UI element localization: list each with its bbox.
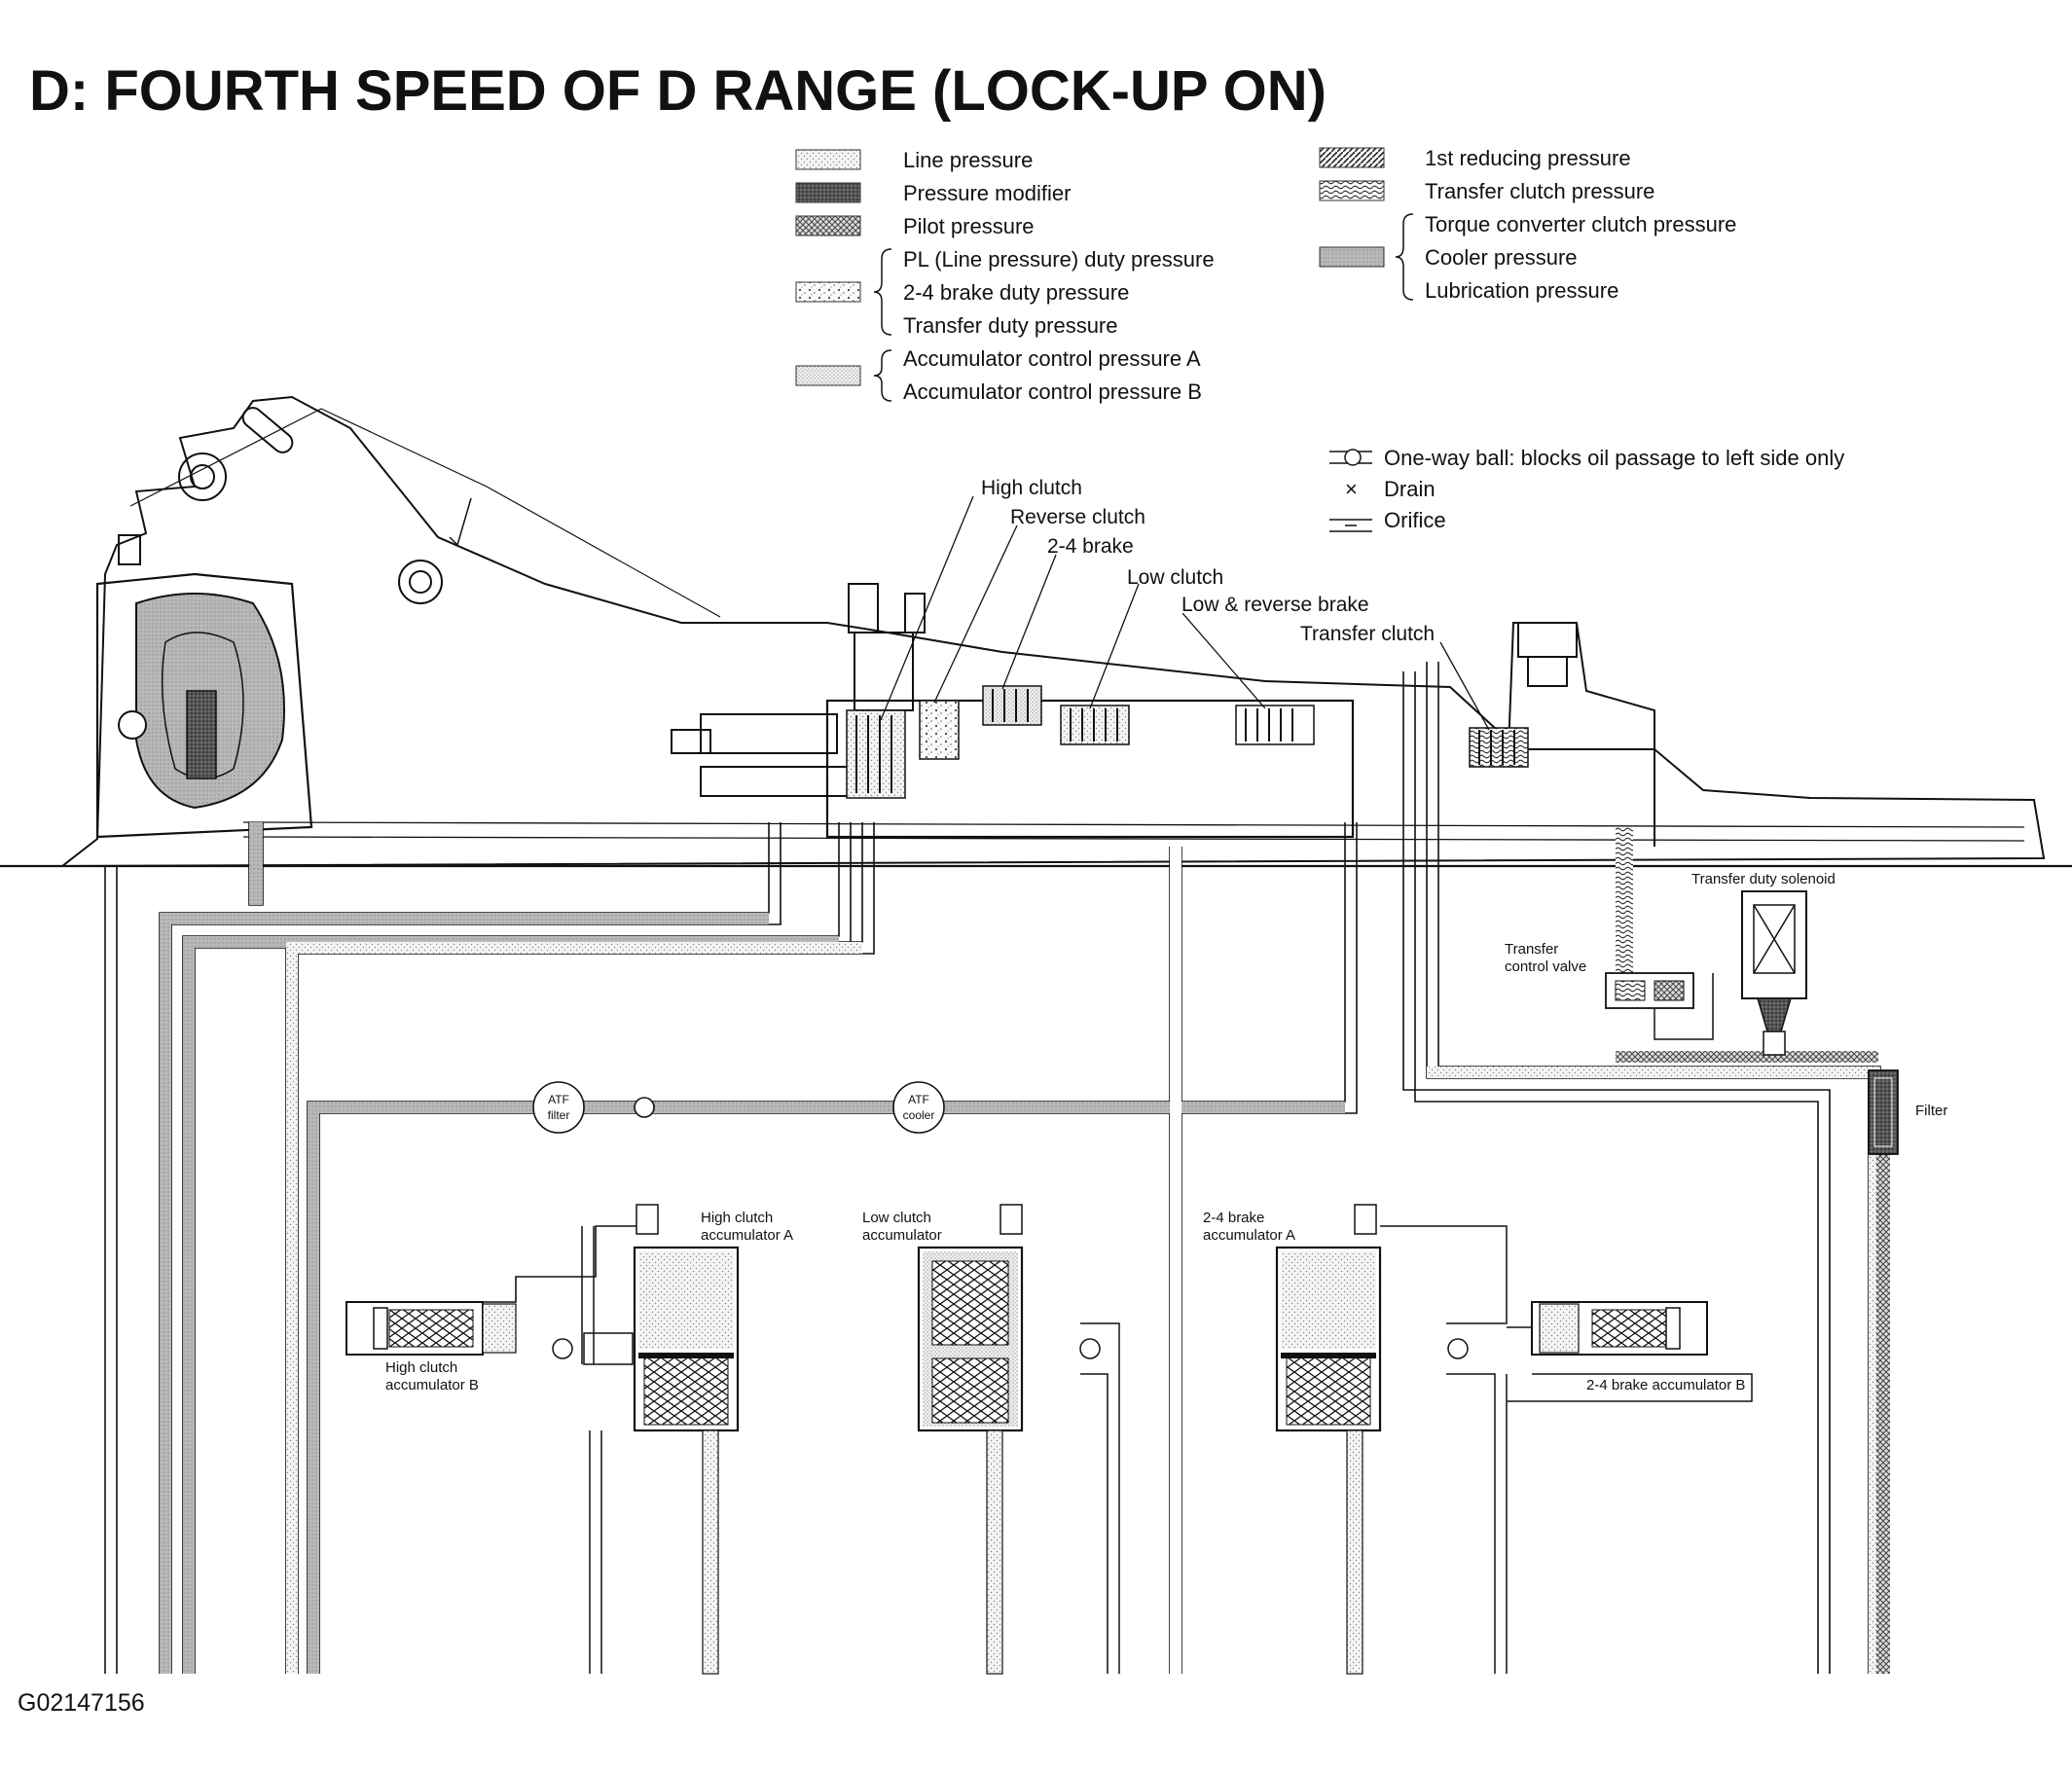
oil-pump (118, 710, 147, 740)
legend-swatch-duty (795, 281, 861, 303)
low-reverse-brake-pack (1235, 705, 1315, 745)
one-way-ball-icon (1329, 449, 1372, 466)
page-title: D: FOURTH SPEED OF D RANGE (LOCK-UP ON) (29, 59, 1327, 123)
label-low-clutch: Low clutch (1127, 566, 1223, 589)
label-atf-cooler-2: cooler (903, 1108, 935, 1122)
legend-brace-accum (873, 349, 892, 402)
legend-label-line: Line pressure (903, 148, 1033, 172)
legend-swatch-first-reducing (1319, 147, 1385, 168)
one-way-ball-valve (634, 1097, 655, 1118)
symbol-key: One-way ball: blocks oil passage to left… (1329, 446, 1844, 532)
legend-swatch-transfer-clutch (1319, 180, 1385, 201)
label-transfer-clutch: Transfer clutch (1300, 623, 1435, 645)
legend-label-tc-clutch: Torque converter clutch pressure (1425, 212, 1736, 236)
label-low-clutch-accumulator-2: accumulator (862, 1227, 942, 1244)
label-low-reverse-brake: Low & reverse brake (1181, 594, 1369, 616)
legend-label-modifier: Pressure modifier (903, 181, 1071, 205)
legend-label-24-duty: 2-4 brake duty pressure (903, 280, 1129, 305)
label-atf-filter-2: filter (548, 1108, 570, 1122)
label-high-clutch-accumulator-b-1: High clutch (385, 1359, 457, 1376)
label-high-clutch: High clutch (981, 477, 1082, 499)
symbol-label-one-way-ball: One-way ball: blocks oil passage to left… (1384, 446, 1844, 470)
legend-brace-tc (1395, 213, 1414, 301)
label-reverse-clutch: Reverse clutch (1010, 506, 1145, 528)
legend-label-cooler: Cooler pressure (1425, 245, 1578, 270)
torque-converter-core (161, 632, 244, 779)
legend-label-first-reducing: 1st reducing pressure (1425, 146, 1631, 170)
high-clutch-accumulator-b (345, 1225, 646, 1356)
legend: Line pressure Pressure modifier Pilot pr… (795, 146, 1736, 404)
label-high-clutch-accumulator-a-2: accumulator A (701, 1227, 793, 1244)
filter (1868, 1069, 1899, 1155)
high-clutch-accumulator-a (552, 1204, 740, 1675)
transfer-clutch-pack (1469, 727, 1529, 768)
legend-label-pl-duty: PL (Line pressure) duty pressure (903, 247, 1215, 271)
atf-cooler: ATF cooler (892, 1081, 945, 1134)
legend-swatch-accum (795, 365, 861, 386)
label-transfer-control-valve-2: control valve (1505, 959, 1586, 975)
transfer-duty-solenoid (1741, 890, 1807, 1056)
brake-24-accumulator-b (1507, 1301, 1753, 1402)
legend-brace-duty (873, 248, 892, 336)
legend-label-transfer-duty: Transfer duty pressure (903, 313, 1118, 338)
legend-swatch-pilot (795, 215, 861, 236)
orifice-icon (1329, 519, 1372, 532)
transfer-control-valve (1605, 972, 1714, 1040)
legend-label-accum-b: Accumulator control pressure B (903, 380, 1202, 404)
label-filter: Filter (1915, 1103, 1947, 1119)
symbol-label-drain: Drain (1384, 477, 1436, 501)
label-high-clutch-accumulator-a-1: High clutch (701, 1210, 773, 1226)
drain-icon: × (1345, 477, 1358, 501)
label-24-brake-accumulator-a-1: 2-4 brake (1203, 1210, 1264, 1226)
label-low-clutch-accumulator-1: Low clutch (862, 1210, 931, 1226)
low-clutch-accumulator (917, 1204, 1120, 1675)
legend-swatch-tc (1319, 246, 1385, 268)
low-clutch-pack (1060, 705, 1130, 745)
high-clutch-pack (846, 709, 906, 799)
brake-24-accumulator-a (1275, 1204, 1508, 1675)
leader-lines (880, 495, 1490, 731)
converter-hub (186, 690, 217, 779)
label-transfer-control-valve-1: Transfer (1505, 941, 1558, 958)
legend-label-transfer-clutch: Transfer clutch pressure (1425, 179, 1654, 203)
label-transfer-duty-solenoid: Transfer duty solenoid (1691, 871, 1836, 887)
label-24-brake-accumulator-b: 2-4 brake accumulator B (1586, 1377, 1745, 1393)
legend-label-accum-a: Accumulator control pressure A (903, 346, 1201, 371)
symbol-label-orifice: Orifice (1384, 508, 1446, 532)
legend-label-pilot: Pilot pressure (903, 214, 1035, 238)
oil-passages (160, 822, 1890, 1674)
label-atf-cooler-1: ATF (908, 1093, 929, 1106)
legend-swatch-line (795, 149, 861, 170)
label-24-brake: 2-4 brake (1047, 535, 1134, 558)
reverse-clutch-pack (919, 700, 960, 760)
transmission-case (0, 395, 2072, 868)
brake-24-pack (982, 685, 1042, 726)
label-24-brake-accumulator-a-2: accumulator A (1203, 1227, 1295, 1244)
label-atf-filter-1: ATF (548, 1093, 569, 1106)
legend-swatch-modifier (795, 182, 861, 203)
label-high-clutch-accumulator-b-2: accumulator B (385, 1377, 479, 1393)
atf-filter: ATF filter (532, 1081, 585, 1134)
legend-label-lubrication: Lubrication pressure (1425, 278, 1618, 303)
figure-code: G02147156 (18, 1689, 145, 1717)
